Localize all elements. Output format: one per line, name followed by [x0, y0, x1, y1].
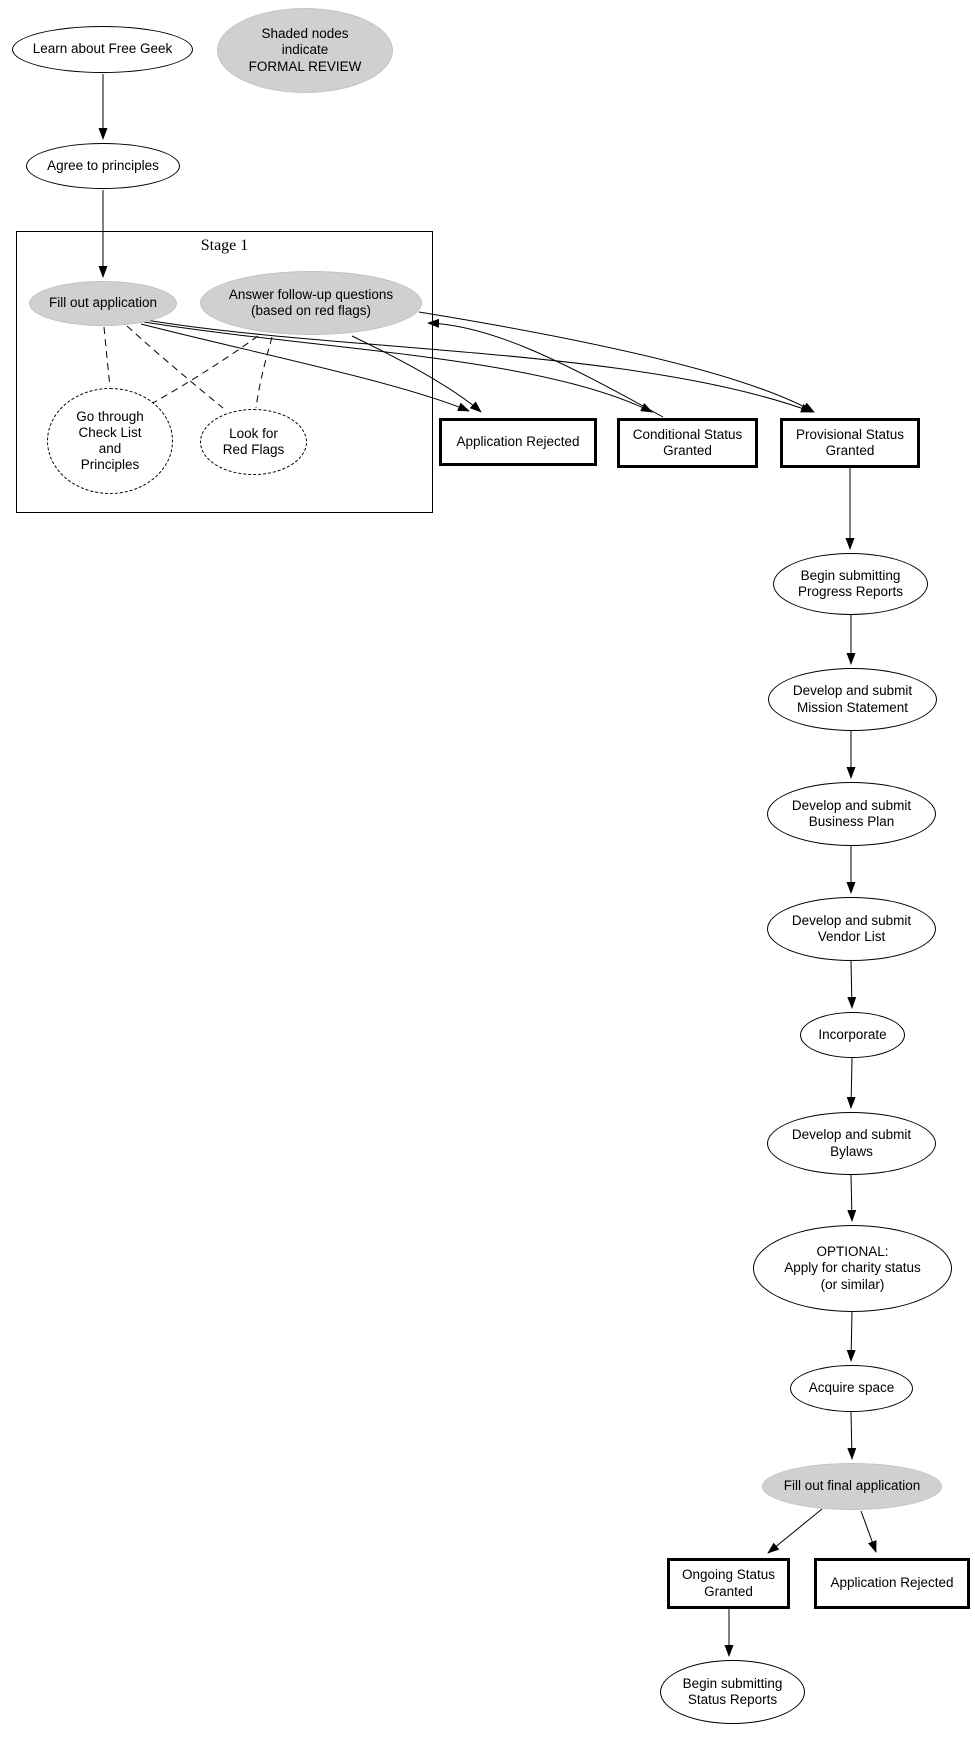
- node-develop-bylaws: Develop and submit Bylaws: [767, 1112, 936, 1175]
- node-look-for-red-flags: Look for Red Flags: [200, 409, 307, 475]
- node-fill-out-final-application: Fill out final application: [762, 1463, 942, 1510]
- node-fill-out-application: Fill out application: [29, 281, 177, 326]
- node-go-through-check-list: Go through Check List and Principles: [47, 388, 173, 494]
- node-answer-follow-up-questions: Answer follow-up questions (based on red…: [200, 271, 422, 335]
- edge-fill-to-redflags-dashed: [126, 325, 224, 409]
- node-incorporate: Incorporate: [800, 1012, 905, 1058]
- edge-incorporate-to-bylaws: [846, 1057, 856, 1109]
- legend-shaded-nodes-note: Shaded nodes indicate FORMAL REVIEW: [217, 8, 393, 93]
- node-develop-vendor-list: Develop and submit Vendor List: [767, 897, 936, 961]
- stage1-title: Stage 1: [200, 237, 249, 254]
- edge-conditional-to-answer-followup: [427, 318, 664, 418]
- edge-fill-to-provisional-status: [145, 319, 813, 413]
- node-optional-apply-charity-status: OPTIONAL: Apply for charity status (or s…: [753, 1225, 952, 1312]
- node-provisional-status-granted: Provisional Status Granted: [780, 418, 920, 468]
- edge-optional-to-acquire-space: [846, 1311, 856, 1362]
- edge-acquire-to-final-application: [847, 1411, 857, 1460]
- edge-final-to-ongoing-status: [767, 1508, 823, 1554]
- stage1-cluster-box: Stage 1: [16, 231, 433, 513]
- node-application-rejected-stage1: Application Rejected: [439, 418, 597, 466]
- node-develop-mission-statement: Develop and submit Mission Statement: [768, 668, 937, 731]
- edge-answer-to-redflags-dashed: [255, 336, 273, 409]
- solid-edges: [98, 74, 877, 1657]
- edge-bylaws-to-optional-charity: [847, 1174, 857, 1222]
- edge-final-to-application-rejected: [860, 1510, 877, 1553]
- node-conditional-status-granted: Conditional Status Granted: [617, 418, 758, 468]
- node-begin-submitting-progress-reports: Begin submitting Progress Reports: [773, 553, 928, 615]
- edge-vendor-list-to-incorporate: [847, 960, 857, 1009]
- node-learn-about-free-geek: Learn about Free Geek: [12, 26, 193, 73]
- edge-fill-to-checklist-dashed: [103, 326, 111, 388]
- dashed-edges: [103, 325, 273, 409]
- node-acquire-space: Acquire space: [790, 1365, 913, 1412]
- node-begin-submitting-status-reports: Begin submitting Status Reports: [660, 1660, 805, 1724]
- edge-answer-to-provisional-status: [418, 311, 815, 413]
- node-agree-to-principles: Agree to principles: [26, 143, 180, 189]
- edge-fill-to-application-rejected: [140, 323, 470, 412]
- node-application-rejected-final: Application Rejected: [814, 1558, 970, 1609]
- node-ongoing-status-granted: Ongoing Status Granted: [667, 1558, 790, 1609]
- edge-fill-to-conditional-status: [143, 321, 653, 413]
- node-develop-business-plan: Develop and submit Business Plan: [767, 782, 936, 846]
- edge-answer-to-application-rejected: [351, 335, 482, 413]
- edge-answer-to-checklist-dashed: [150, 335, 259, 405]
